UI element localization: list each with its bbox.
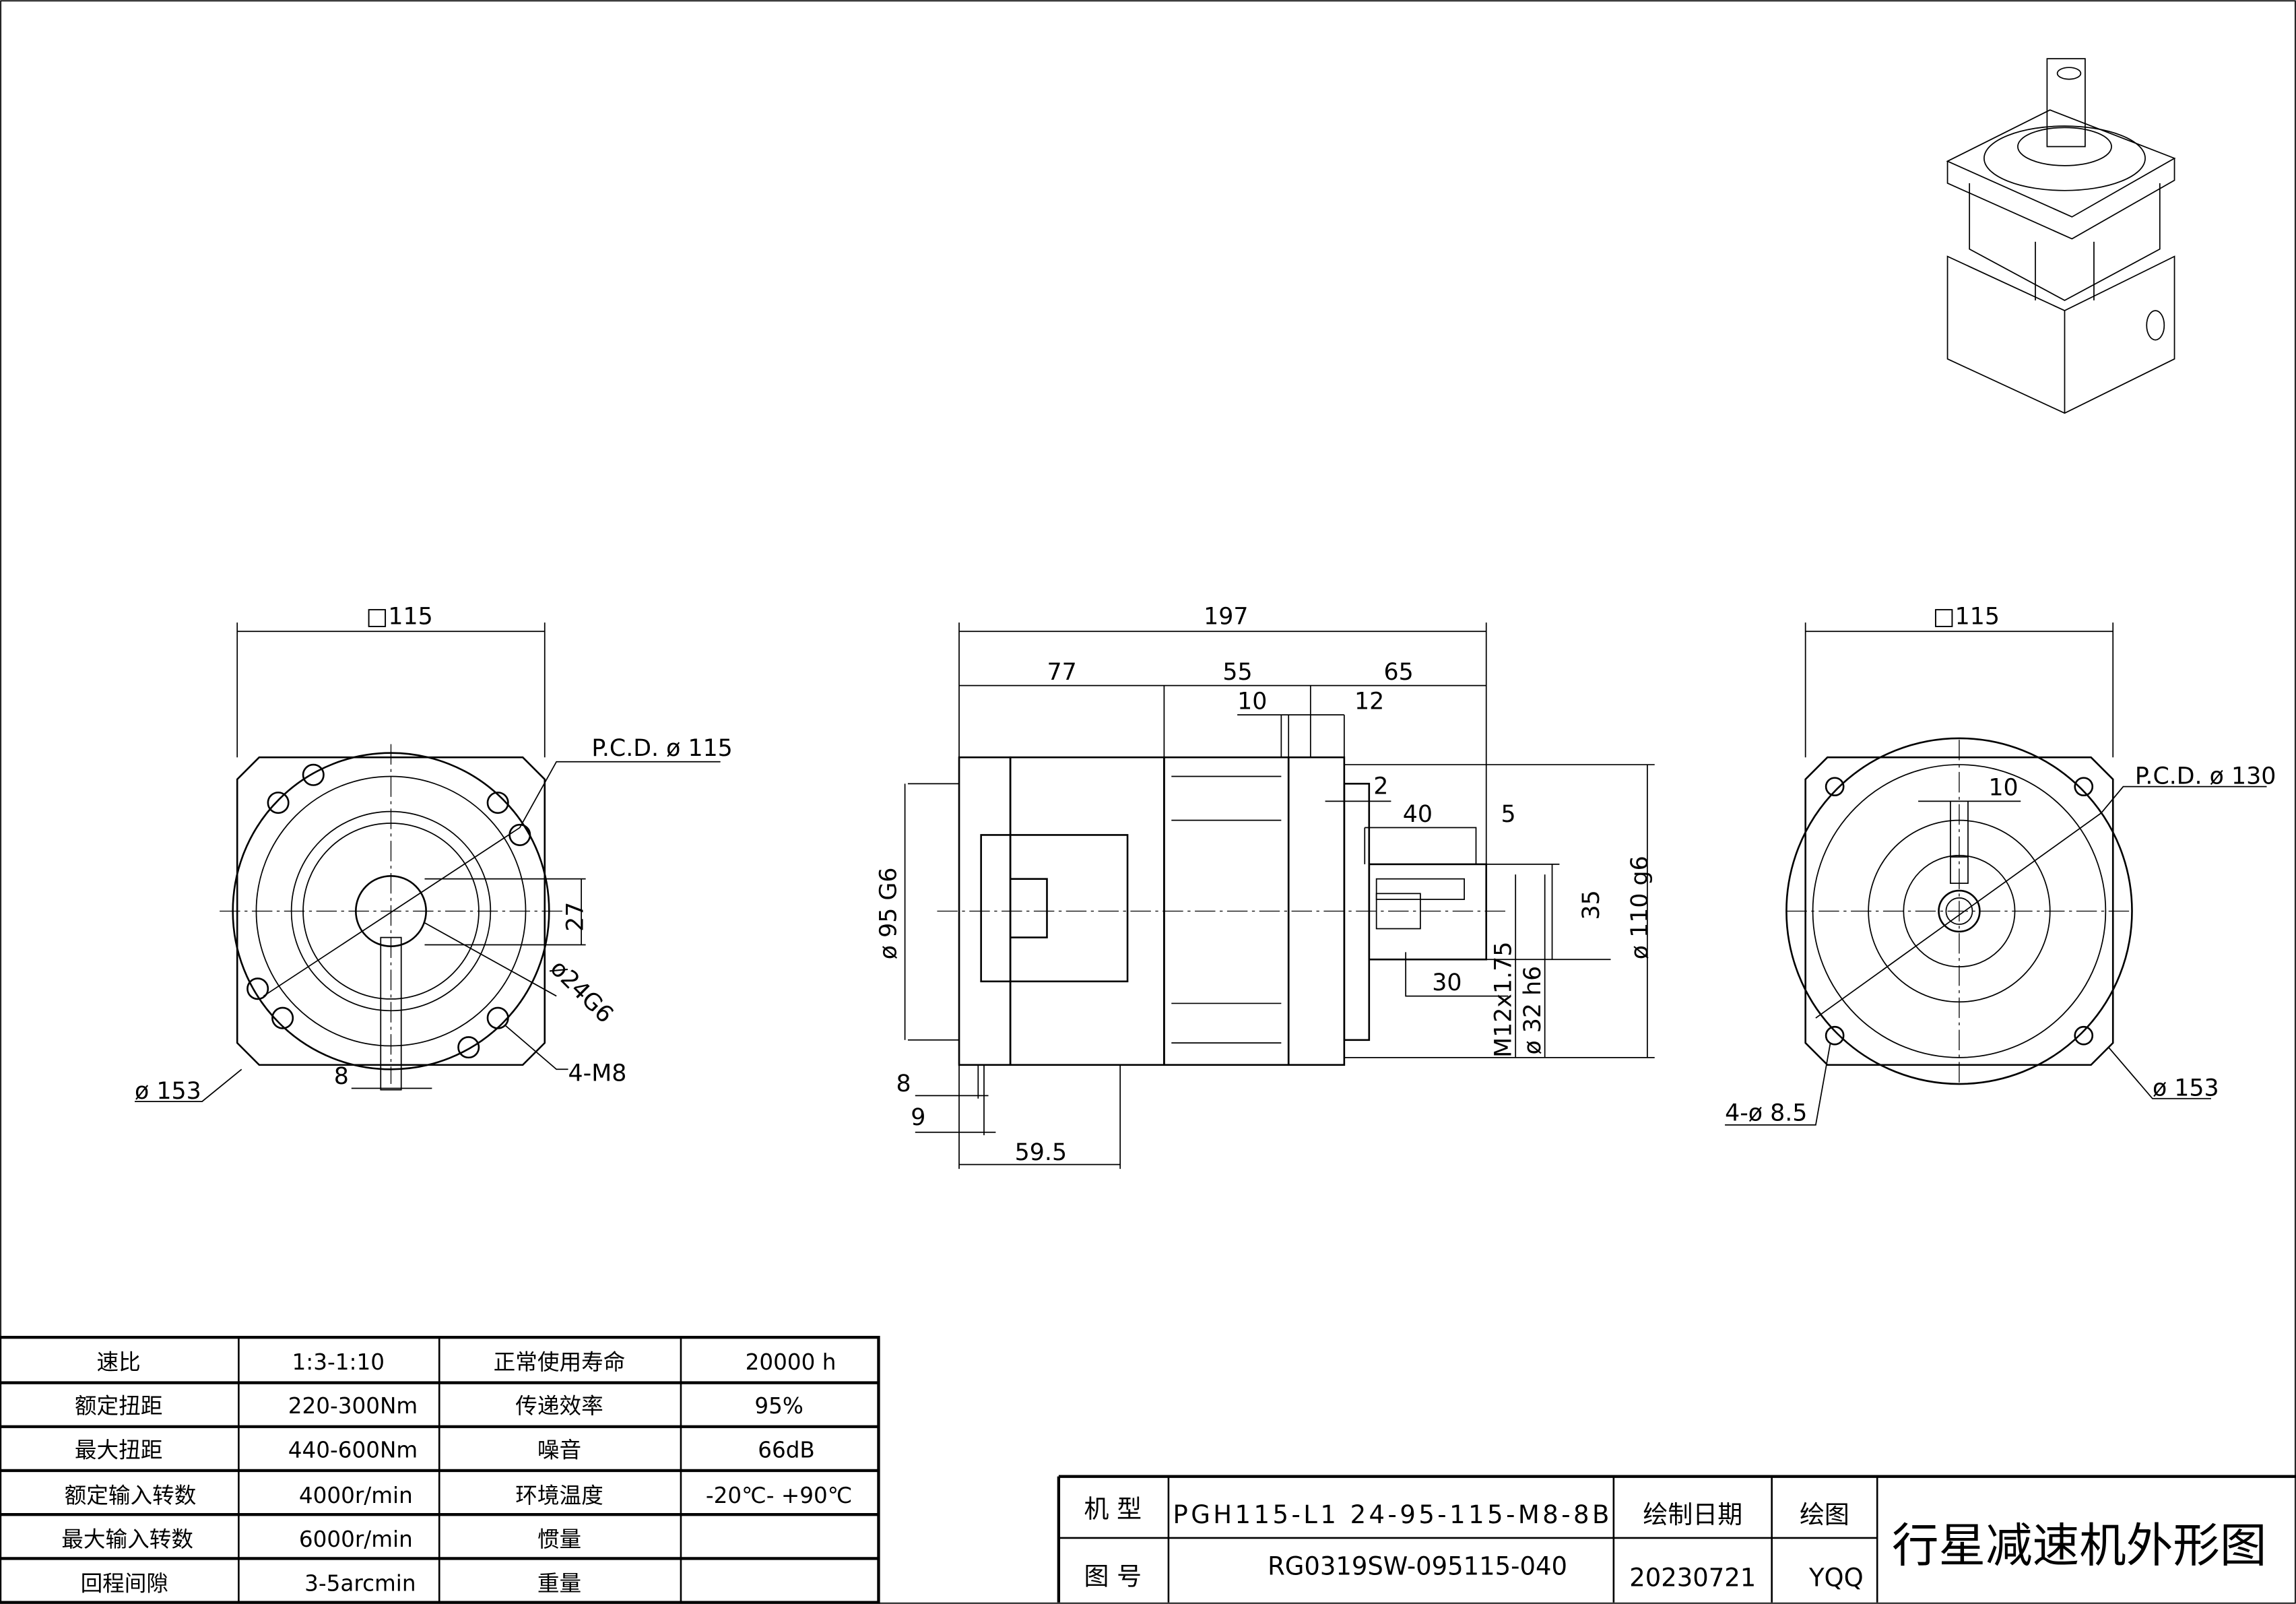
spec-value: 66dB <box>758 1437 815 1463</box>
drawing-title: 行星减速机外形图 <box>1892 1518 2267 1573</box>
dim-rear-holes: 4-ø 8.5 <box>1725 1099 1807 1126</box>
spec-value: 95% <box>754 1393 803 1419</box>
dim-len-d: 10 <box>1237 688 1267 715</box>
dim-thread: M12x1.75 <box>1490 942 1517 1058</box>
spec-row: 最大扭距 440-600Nm 噪音 66dB <box>75 1437 815 1463</box>
spec-value: -20℃- +90℃ <box>706 1483 852 1508</box>
drawer-label: 绘图 <box>1800 1500 1849 1529</box>
spec-value: 440-600Nm <box>288 1437 418 1463</box>
isometric-view <box>1946 58 2176 414</box>
drawing-no-label: 图 号 <box>1084 1562 1142 1591</box>
dim-input-dia: ø 95 G6 <box>876 868 903 960</box>
spec-value: 1:3-1:10 <box>292 1349 384 1375</box>
spec-label: 惯量 <box>537 1527 581 1552</box>
spec-value: 3-5arcmin <box>304 1570 416 1596</box>
spec-row: 额定输入转数 4000r/min 环境温度 -20℃- +90℃ <box>65 1483 853 1508</box>
spec-value: 4000r/min <box>299 1483 413 1508</box>
spec-row: 速比 1:3-1:10 正常使用寿命 20000 h <box>96 1349 836 1375</box>
spec-table: 速比 1:3-1:10 正常使用寿命 20000 h 额定扭距 220-300N… <box>0 1335 880 1604</box>
spec-label: 传递效率 <box>515 1393 603 1419</box>
dim-outer-dia: ø 153 <box>135 1078 201 1105</box>
model-value: PGH115-L1 24-95-115-M8-8B <box>1173 1500 1609 1529</box>
dim-rear-outer-dia: ø 153 <box>2153 1074 2219 1101</box>
dim-key-width: 8 <box>334 1063 349 1090</box>
spec-label: 额定输入转数 <box>65 1483 197 1508</box>
dim-square: □115 <box>366 603 433 630</box>
dim-rear-key-width: 10 <box>1988 775 2018 802</box>
date-label: 绘制日期 <box>1643 1500 1742 1529</box>
dim-d9: 9 <box>911 1104 925 1131</box>
dim-rear-pcd: P.C.D. ø 130 <box>2135 763 2276 790</box>
spec-label: 最大扭距 <box>75 1437 162 1463</box>
side-view: 197 77 55 65 10 12 2 40 5 35 ø 110 g6 ø … <box>876 603 1655 1169</box>
spec-label: 额定扭距 <box>75 1393 162 1419</box>
drawer-value: YQQ <box>1808 1564 1864 1593</box>
dim-output-shaft-dia: ø 32 h6 <box>1519 966 1546 1055</box>
dim-rear-square: □115 <box>1933 603 2000 630</box>
dim-shaft-key-height: 35 <box>1578 890 1605 920</box>
dim-shaft-dia: ø24G6 <box>545 955 618 1029</box>
date-value: 20230721 <box>1629 1564 1756 1593</box>
spec-label: 噪音 <box>537 1437 581 1463</box>
dim-key-height: 27 <box>562 902 589 932</box>
dim-len-a: 77 <box>1047 659 1076 686</box>
spec-value: 6000r/min <box>299 1527 413 1552</box>
spec-row: 额定扭距 220-300Nm 传递效率 95% <box>75 1393 803 1419</box>
dim-len-b: 55 <box>1222 659 1252 686</box>
dim-key-length: 40 <box>1403 801 1433 828</box>
dim-thread-depth: 30 <box>1432 969 1462 996</box>
spec-label: 环境温度 <box>515 1483 603 1508</box>
spec-row: 回程间隙 3-5arcmin 重量 <box>81 1570 582 1596</box>
spec-label: 正常使用寿命 <box>494 1349 626 1375</box>
model-label: 机 型 <box>1084 1495 1142 1524</box>
dim-total-length: 197 <box>1204 603 1248 630</box>
dim-d8: 8 <box>896 1070 911 1097</box>
spec-value: 220-300Nm <box>288 1393 418 1419</box>
spec-label: 回程间隙 <box>81 1570 168 1596</box>
spec-label: 重量 <box>537 1570 581 1596</box>
spec-row: 最大输入转数 6000r/min 惯量 <box>61 1527 581 1552</box>
dim-len-e: 12 <box>1354 688 1384 715</box>
spec-value: 20000 h <box>746 1349 837 1375</box>
dim-pilot-dia: ø 110 g6 <box>1627 856 1653 959</box>
front-view: □115 P.C.D. ø 115 27 ø24G6 4-M8 ø 153 8 <box>135 603 733 1104</box>
drawing-no-value: RG0319SW-095115-040 <box>1268 1551 1567 1580</box>
spec-label: 最大输入转数 <box>61 1527 193 1552</box>
dim-d59: 59.5 <box>1015 1139 1067 1166</box>
dim-len-c: 65 <box>1384 659 1414 686</box>
dim-holes: 4-M8 <box>568 1060 627 1087</box>
rear-view: □115 P.C.D. ø 130 10 4-ø 8.5 ø 153 <box>1725 603 2276 1126</box>
spec-label: 速比 <box>96 1349 140 1375</box>
dim-pcd: P.C.D. ø 115 <box>591 735 732 762</box>
title-block: 机 型 PGH115-L1 24-95-115-M8-8B 图 号 RG0319… <box>1057 1475 2296 1603</box>
dim-key-offset: 5 <box>1501 801 1515 828</box>
dim-len-f: 2 <box>1373 773 1388 800</box>
